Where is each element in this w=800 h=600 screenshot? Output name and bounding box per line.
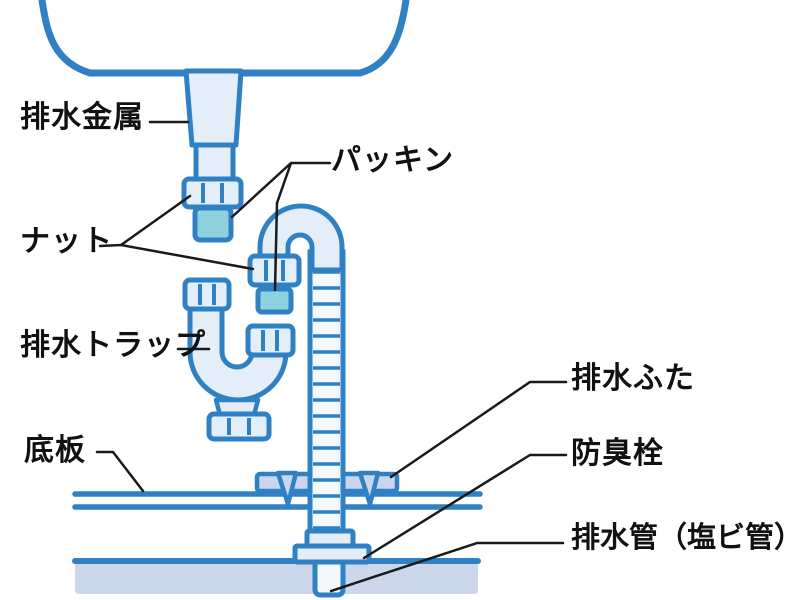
label-packing: パッキン <box>331 144 455 177</box>
label-nut: ナット <box>20 225 113 258</box>
odor-seal-plug <box>292 528 372 565</box>
gooseneck-nut <box>247 253 302 288</box>
leader-odor-seal-plug <box>362 453 568 560</box>
drain-trap <box>182 277 296 442</box>
leader-nut-lower <box>119 243 255 271</box>
trap-inlet-nut <box>182 277 232 312</box>
leader-drain-cover <box>389 380 568 479</box>
leader-nut-upper <box>98 194 192 248</box>
label-drain-cover: 排水ふた <box>571 362 695 395</box>
packing-upper <box>192 205 234 243</box>
label-odor-seal-plug: 防臭栓 <box>571 437 664 470</box>
bottom-board <box>72 491 483 510</box>
leader-packing-lower <box>273 161 293 292</box>
floor-slab <box>72 558 481 594</box>
label-drain-metal: 排水金属 <box>20 101 144 134</box>
leader-drain-pipe <box>329 541 565 593</box>
drain-metal <box>183 68 244 184</box>
trap-outlet-nut <box>245 323 296 358</box>
packing-lower <box>255 286 294 315</box>
label-drain-trap: 排水トラップ <box>20 329 206 362</box>
drain-cover-claw-right <box>357 470 381 507</box>
sink-basin <box>38 0 410 77</box>
label-drain-pipe: 排水管（塩ビ管） <box>571 522 800 554</box>
drain-cover-claw-left <box>275 470 299 507</box>
flexible-hose <box>307 249 346 551</box>
leader-bottom-board <box>95 450 145 493</box>
label-bottom-board: 底板 <box>24 434 86 467</box>
tailpiece-nut <box>181 176 244 210</box>
trap-cleanout-nut <box>206 411 272 442</box>
